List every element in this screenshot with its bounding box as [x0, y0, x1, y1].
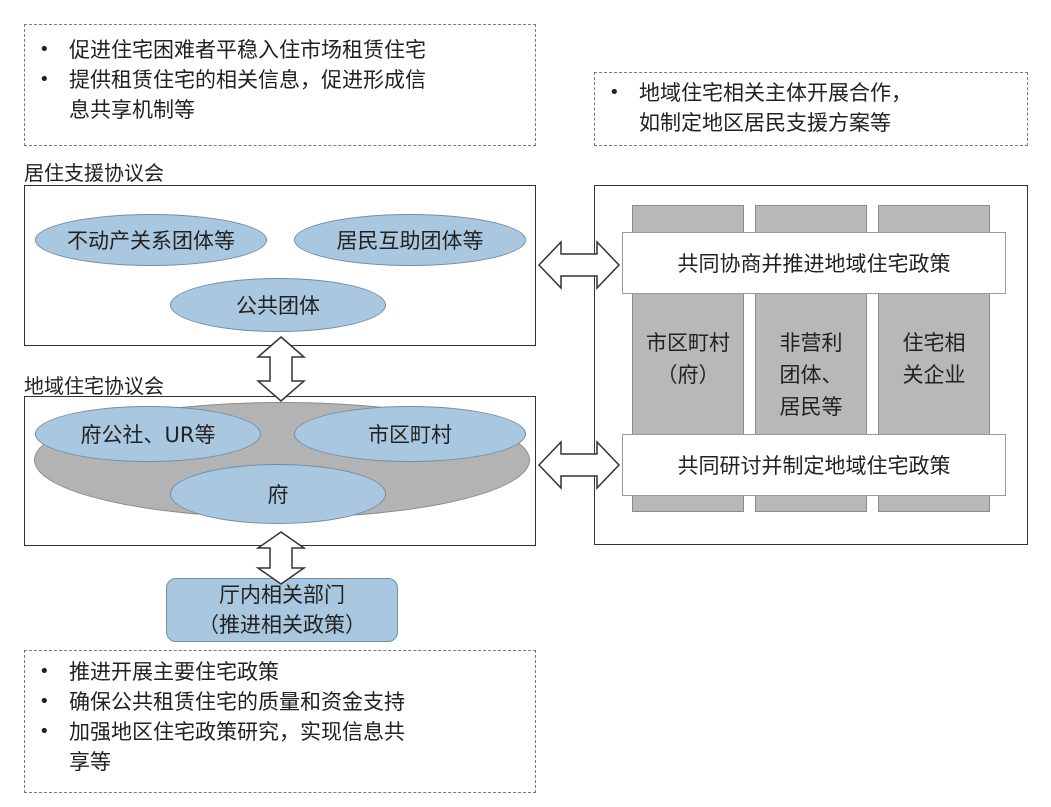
- group-real-estate: 不动产关系团体等: [35, 214, 267, 266]
- department-role: （推进相关政策）: [198, 613, 366, 637]
- department-name: 厅内相关部门: [219, 583, 345, 607]
- note-item: 地域住宅相关主体开展合作，: [595, 78, 1027, 108]
- double-arrow-department-icon: [255, 531, 307, 585]
- top-left-note: 促进住宅困难者平稳入住市场租赁住宅 提供租赁住宅的相关信息，促进形成信 息共享机…: [24, 24, 536, 146]
- column-nonprofit-label: 非营利 团体、 居民等: [779, 331, 843, 419]
- note-item: 加强地区住宅政策研究，实现信息共: [25, 717, 535, 747]
- note-item: 促进住宅困难者平稳入住市场租赁住宅: [25, 35, 535, 65]
- note-item: 推进开展主要住宅政策: [25, 657, 535, 687]
- double-arrow-top-icon: [537, 240, 621, 290]
- note-item-continuation: 如制定地区居民支援方案等: [639, 111, 891, 135]
- double-arrow-councils-icon: [255, 336, 307, 402]
- note-item: 确保公共租赁住宅的质量和资金支持: [25, 687, 535, 717]
- note-item-continuation: 息共享机制等: [69, 98, 195, 122]
- band-study-formulate: 共同研讨并制定地域住宅政策: [622, 434, 1006, 496]
- internal-departments-box: 厅内相关部门 （推进相关政策）: [166, 578, 398, 642]
- column-housing-companies-label: 住宅相 关企业: [902, 331, 966, 387]
- band-consult-promote: 共同协商并推进地域住宅政策: [622, 232, 1006, 294]
- group-prefecture-corp: 府公社、UR等: [35, 406, 261, 462]
- group-public: 公共团体: [170, 278, 386, 332]
- residential-support-council-label: 居住支援协议会: [24, 161, 164, 185]
- regional-housing-council-label: 地域住宅协议会: [24, 374, 164, 398]
- bottom-note: 推进开展主要住宅政策 确保公共租赁住宅的质量和资金支持 加强地区住宅政策研究，实…: [24, 650, 536, 793]
- double-arrow-bottom-icon: [537, 440, 621, 490]
- group-municipalities: 市区町村: [294, 406, 526, 462]
- column-municipalities-label: 市区町村 （府）: [646, 331, 730, 387]
- note-item-continuation: 享等: [69, 750, 111, 774]
- group-prefecture: 府: [170, 464, 386, 524]
- note-item: 提供租赁住宅的相关信息，促进形成信: [25, 65, 535, 95]
- top-right-note: 地域住宅相关主体开展合作， 如制定地区居民支援方案等: [594, 72, 1028, 146]
- group-mutual-aid: 居民互助团体等: [294, 214, 526, 266]
